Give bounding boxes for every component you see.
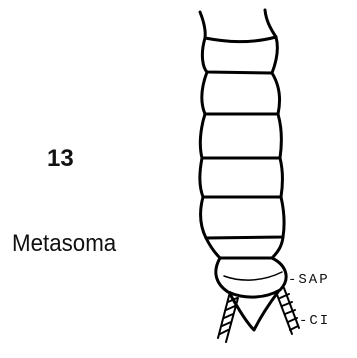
- segment-4: [200, 158, 283, 197]
- segment-1: [202, 37, 277, 73]
- figure-number: 13: [47, 145, 74, 173]
- anterior-stalk-left: [200, 12, 205, 38]
- cercus-right: [276, 288, 299, 334]
- anterior-stalk-right: [265, 10, 276, 37]
- segment-2: [202, 72, 280, 114]
- label-sap: -SAP: [288, 272, 330, 288]
- cercus-left: [218, 292, 238, 342]
- segment-3: [200, 114, 281, 158]
- terminal-inner-line: [224, 272, 282, 280]
- figure-caption: Metasoma: [12, 230, 116, 258]
- segment-6: [206, 237, 283, 258]
- segment-5: [201, 197, 284, 238]
- label-ci: -CI: [299, 313, 330, 329]
